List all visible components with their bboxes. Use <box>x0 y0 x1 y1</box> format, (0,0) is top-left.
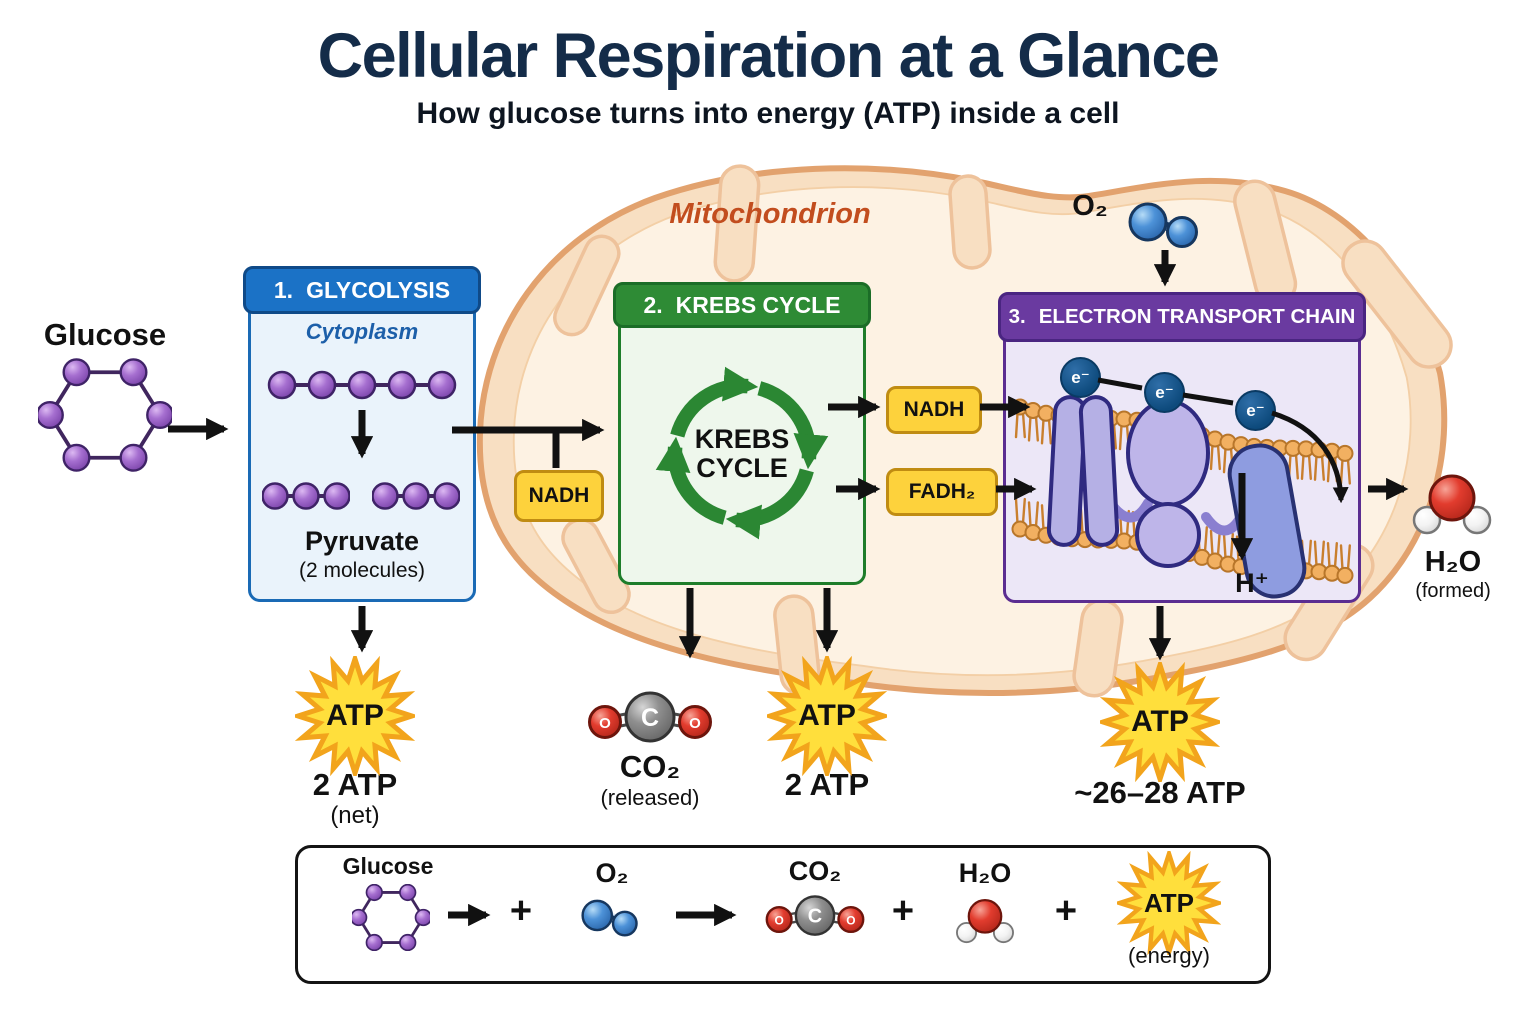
glycolysis-number: 1. <box>273 276 294 303</box>
glucose-molecule-icon <box>38 358 172 472</box>
pyruvate-label: Pyruvate <box>304 526 420 556</box>
page-subtitle: How glucose turns into energy (ATP) insi… <box>416 97 1120 130</box>
glycolysis-body <box>248 306 476 602</box>
atp-starburst-icon: ATP <box>295 656 415 776</box>
nadh-badge-krebs: NADH <box>886 386 982 434</box>
glucose-molecule-icon <box>352 884 430 951</box>
electron-label: e⁻ <box>1071 367 1090 387</box>
atp-star-label: ATP <box>798 699 856 732</box>
equation-co2-label: CO₂ <box>788 856 842 886</box>
plus-sign: + <box>1054 890 1078 932</box>
co2-note: (released) <box>600 785 700 810</box>
etc-number: 3. <box>1008 305 1026 328</box>
h2o-molecule-icon <box>1412 474 1492 535</box>
atp-star-label: ATP <box>1131 705 1189 738</box>
nadh-badge-label: NADH <box>528 484 590 507</box>
membrane-icon <box>1011 395 1354 599</box>
protein-complex-1 <box>1046 395 1120 547</box>
glycolysis-title: GLYCOLYSIS <box>306 276 451 303</box>
co2-molecule-icon: C O O <box>588 691 712 743</box>
glucose-label: Glucose <box>43 317 167 352</box>
oxygen-letter: O <box>846 913 855 927</box>
etc-title: ELECTRON TRANSPORT CHAIN <box>1038 305 1356 328</box>
electron-badge: e⁻ <box>1235 390 1276 431</box>
atp-star-label: ATP <box>1143 887 1195 918</box>
protein-complex-2 <box>1126 399 1210 568</box>
h-plus-label: H⁺ <box>1235 568 1269 598</box>
pyruvate-molecule-icon <box>372 482 460 510</box>
fadh2-badge-label: FADH₂ <box>908 480 976 503</box>
krebs-title: KREBS CYCLE <box>675 291 841 318</box>
krebs-cycle-arrows-icon <box>655 366 829 540</box>
krebs-header: 2. KREBS CYCLE <box>613 282 871 328</box>
nadh-badge-glycolysis: NADH <box>514 470 604 522</box>
equation-h2o-label: H₂O <box>958 858 1012 888</box>
nadh-badge-label: NADH <box>903 398 965 421</box>
glucose-chain-icon <box>267 370 457 400</box>
plus-sign: + <box>891 890 915 932</box>
electron-label: e⁻ <box>1155 382 1174 402</box>
co2-label: CO₂ <box>619 749 681 784</box>
o2-molecule-icon <box>1128 202 1198 248</box>
carbon-letter: C <box>808 906 822 928</box>
o2-molecule-icon <box>581 899 638 937</box>
atp-star-label: ATP <box>326 699 384 732</box>
fadh2-badge: FADH₂ <box>886 468 998 516</box>
glycolysis-header: 1. GLYCOLYSIS <box>243 266 481 314</box>
plus-sign: + <box>509 890 533 932</box>
mitochondrion-label: Mitochondrion <box>669 198 871 230</box>
electron-badge: e⁻ <box>1060 357 1101 398</box>
atp-starburst-icon: ATP <box>1117 851 1221 955</box>
equation-energy-note: (energy) <box>1128 943 1210 968</box>
co2-molecule-icon: C O O <box>765 895 865 936</box>
o2-label: O₂ <box>1072 190 1108 222</box>
oxygen-letter: O <box>599 715 611 732</box>
pyruvate-note: (2 molecules) <box>298 559 426 582</box>
electron-label: e⁻ <box>1246 400 1265 420</box>
krebs-number: 2. <box>643 291 663 318</box>
atp-starburst-icon: ATP <box>1100 662 1220 782</box>
carbon-letter: C <box>641 704 659 732</box>
equation-o2-label: O₂ <box>595 858 629 888</box>
krebs-center-label: KREBS CYCLE <box>613 424 871 484</box>
h2o-note: (formed) <box>1415 580 1491 602</box>
equation-glucose-label: Glucose <box>342 853 434 879</box>
cytoplasm-label: Cytoplasm <box>305 319 419 344</box>
electron-badge: e⁻ <box>1144 372 1185 413</box>
h2o-label: H₂O <box>1424 546 1482 578</box>
glycolysis-box: 1. GLYCOLYSIS <box>243 266 481 602</box>
etc-header: 3. ELECTRON TRANSPORT CHAIN <box>998 292 1366 342</box>
page-title: Cellular Respiration at a Glance <box>317 21 1220 91</box>
h2o-molecule-icon <box>956 898 1014 944</box>
pyruvate-molecule-icon <box>262 482 350 510</box>
krebs-center-bottom: CYCLE <box>696 453 788 484</box>
krebs-center-top: KREBS <box>694 424 790 454</box>
atp-starburst-icon: ATP <box>767 656 887 776</box>
oxygen-letter: O <box>774 913 783 927</box>
oxygen-letter: O <box>689 715 701 732</box>
glycolysis-atp-note: (net) <box>330 802 380 829</box>
